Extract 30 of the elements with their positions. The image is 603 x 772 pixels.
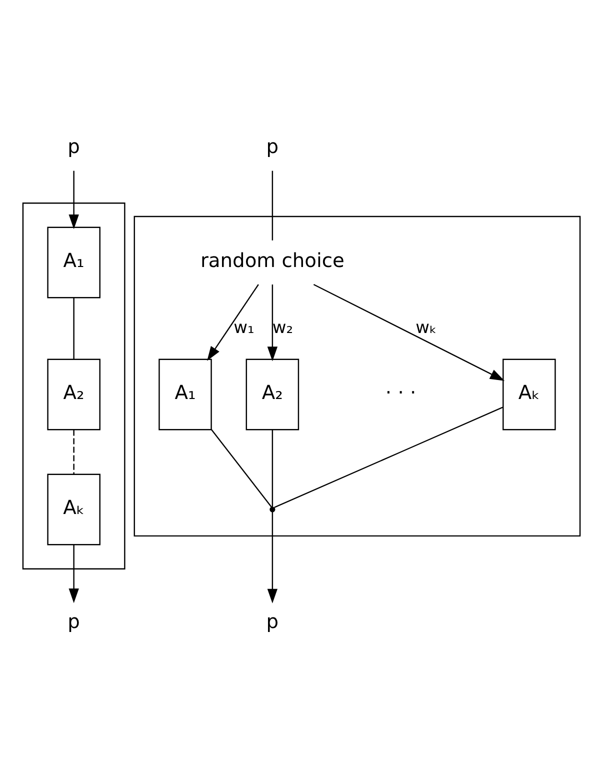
edge-label: w₂ (272, 316, 294, 337)
node-box: Aₖ (47, 474, 100, 546)
arrow (207, 284, 259, 361)
connector (272, 170, 274, 240)
connector (210, 429, 272, 508)
arrow (267, 512, 278, 604)
node-box: A₂ (246, 358, 300, 430)
edge-label: wₖ (416, 316, 437, 337)
arrow (68, 544, 79, 604)
node-box: Aₖ (502, 358, 556, 430)
node-text: p (266, 610, 279, 633)
node-text: p (68, 135, 80, 158)
node-box: A₂ (47, 358, 100, 430)
connector (73, 430, 74, 474)
arrow (267, 284, 278, 362)
node-text: p (266, 135, 279, 158)
connector (73, 298, 74, 359)
connector (272, 430, 274, 508)
cluster (134, 216, 581, 537)
node-text: random choice (200, 249, 344, 272)
edge-label: w₁ (234, 316, 254, 337)
arrow (313, 284, 505, 381)
connector (274, 406, 503, 508)
node-box: A₁ (158, 358, 212, 430)
label: · · · (385, 381, 416, 404)
node-text: p (68, 610, 80, 633)
node-point (270, 506, 276, 512)
cluster (22, 202, 126, 570)
arrow (68, 170, 79, 230)
node-box: A₁ (47, 226, 100, 298)
